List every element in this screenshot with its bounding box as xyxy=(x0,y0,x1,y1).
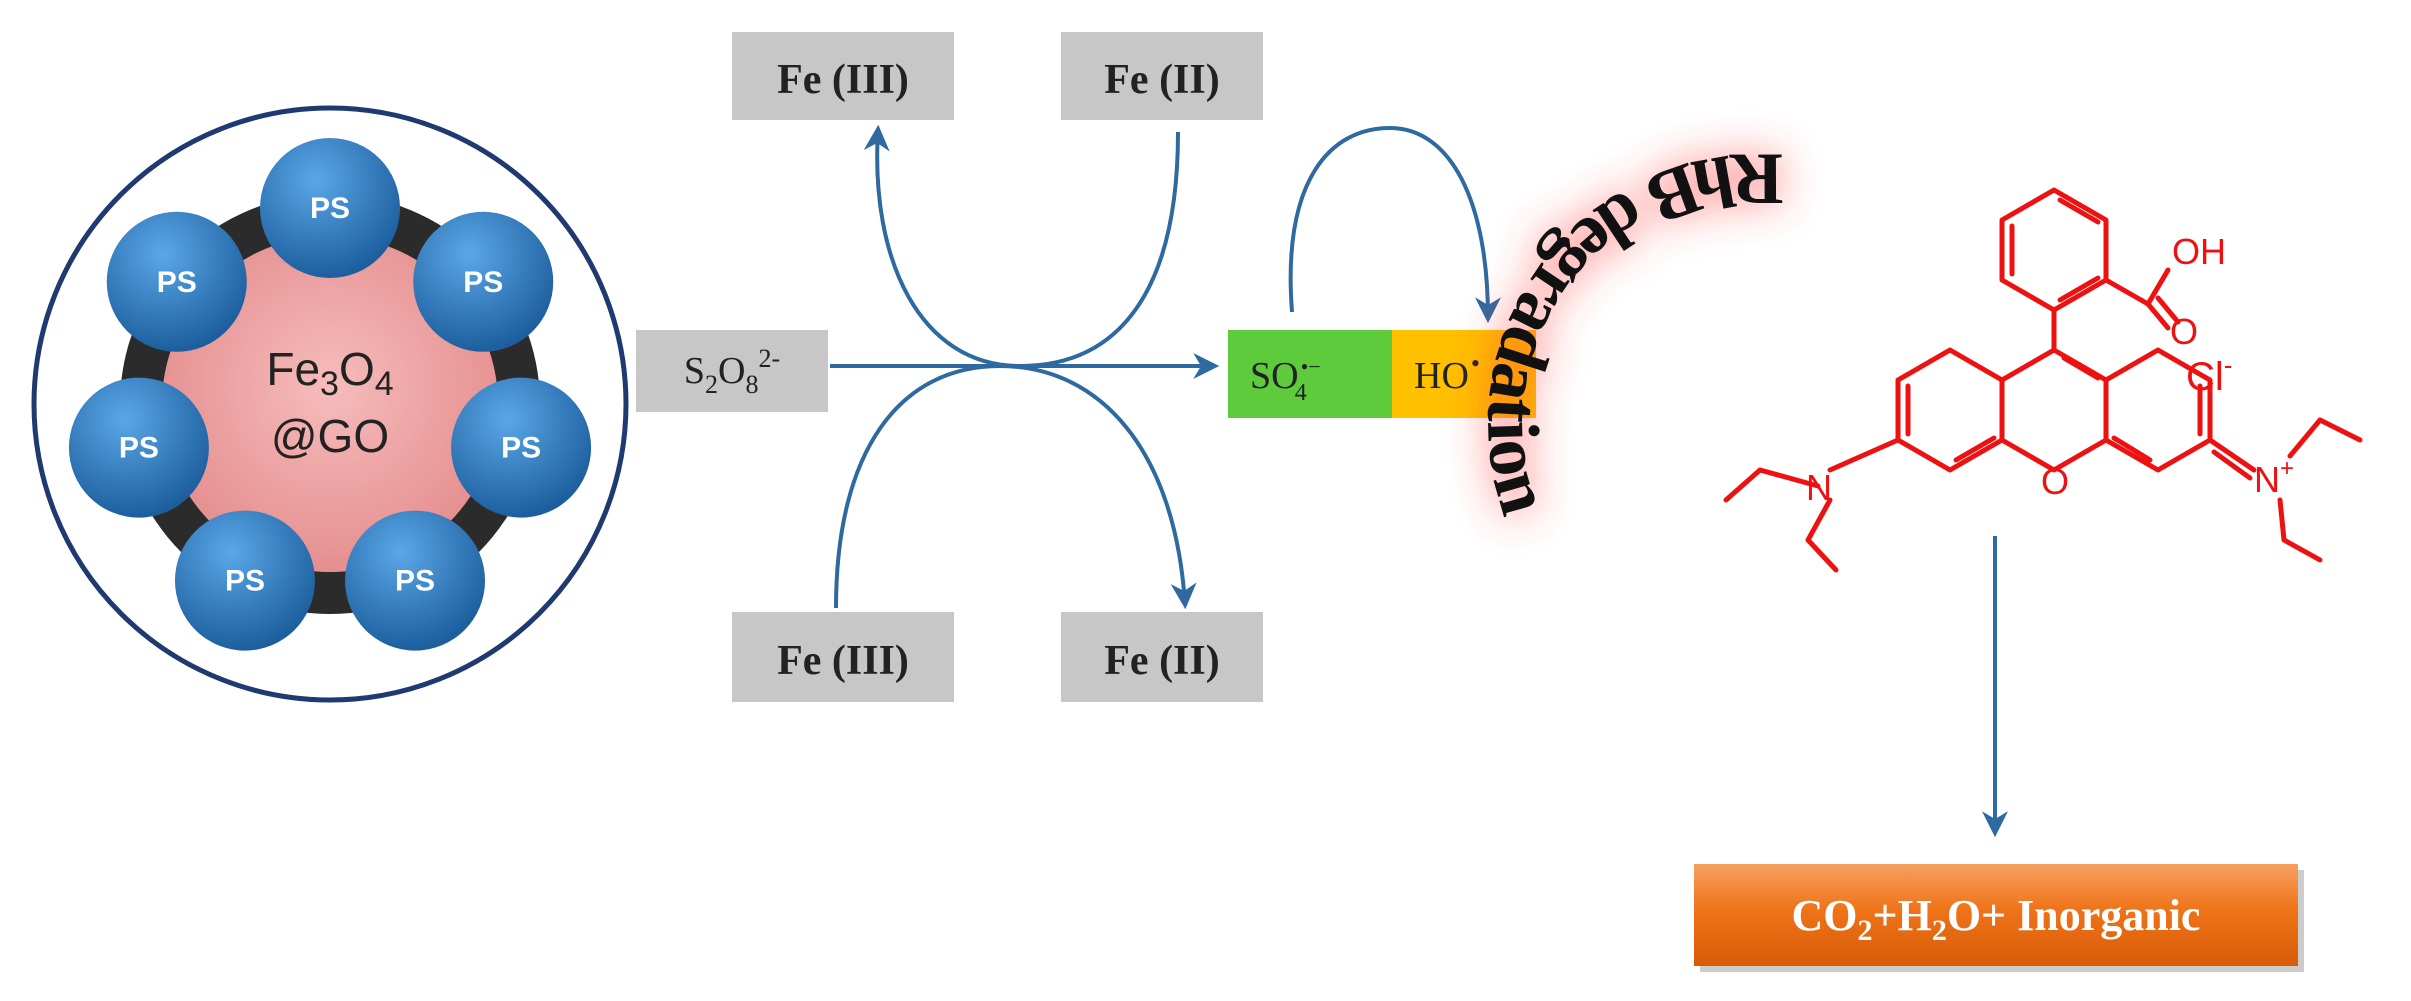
left-n-label: N xyxy=(1806,467,1832,508)
hydroxyl-radical-label: HO• xyxy=(1414,349,1480,397)
ps-ball: PS xyxy=(345,510,486,651)
fe-ii-to-fe-iii-top-arrow xyxy=(863,124,1180,369)
ps-label: PS xyxy=(225,565,265,598)
catalyst-particle: Fe3O4 @GO PS PS PS PS PS PS PS xyxy=(31,105,629,703)
products-label: CO2+H2O+ Inorganic xyxy=(1792,891,2201,947)
ps-ball: PS xyxy=(413,211,554,352)
fe-iii-bottom-box: Fe (III) xyxy=(732,612,954,702)
ps-label: PS xyxy=(501,432,541,465)
ps-label: PS xyxy=(310,192,350,225)
fe-ii-top-box: Fe (II) xyxy=(1061,32,1263,120)
right-n-label: N+ xyxy=(2254,455,2294,500)
ps-ball: PS xyxy=(106,211,247,352)
sulfate-radical-label: SO•−4 xyxy=(1250,354,1321,406)
ps-label: PS xyxy=(157,266,197,299)
ps-label: PS xyxy=(395,565,435,598)
ring-o-label: O xyxy=(2041,461,2069,502)
rhodamine-b-structure xyxy=(1723,187,2363,573)
sulfate-to-hydroxyl-arrow xyxy=(1288,125,1501,324)
oh-label: OH xyxy=(2172,231,2226,272)
sulfate-radical-box: SO•−4 xyxy=(1228,330,1392,418)
fe-iii-bottom-label: Fe (III) xyxy=(777,638,909,684)
fe-ii-bottom-label: Fe (II) xyxy=(1104,638,1219,684)
ps-ball: PS xyxy=(68,377,209,518)
ps-ball: PS xyxy=(451,377,592,518)
rhb-degradation-label: RhB degradation xyxy=(1471,138,1784,524)
rhodamine-b-atom-labels: OH O O N N+ Cl- xyxy=(1806,231,2294,508)
chloride-label: Cl- xyxy=(2186,350,2232,399)
persulfate-box: S2O82- xyxy=(636,330,828,412)
carbonyl-o-label: O xyxy=(2170,311,2198,352)
core-label-fe3o4: Fe3O4 xyxy=(266,343,393,403)
fe-ii-bottom-box: Fe (II) xyxy=(1061,612,1263,702)
rhb-degradation-arc: RhB degradation RhB degradation xyxy=(1471,138,1784,524)
persulfate-ball-group: PS PS PS PS PS PS PS xyxy=(68,138,592,651)
fe-ii-top-label: Fe (II) xyxy=(1104,57,1219,103)
ps-ball: PS xyxy=(174,510,315,651)
magnetite-core xyxy=(162,236,498,572)
ps-ball: PS xyxy=(260,138,400,278)
hydroxyl-radical-box: HO• xyxy=(1392,330,1536,418)
products-box: CO2+H2O+ Inorganic xyxy=(1694,864,2304,972)
fe-iii-top-label: Fe (III) xyxy=(777,57,909,103)
core-label-go: @GO xyxy=(271,410,389,462)
ps-label: PS xyxy=(119,432,159,465)
persulfate-label: S2O82- xyxy=(684,344,780,399)
fe-iii-to-fe-ii-bottom-arrow xyxy=(834,363,1197,610)
fe-iii-top-box: Fe (III) xyxy=(732,32,954,120)
ps-label: PS xyxy=(463,266,503,299)
